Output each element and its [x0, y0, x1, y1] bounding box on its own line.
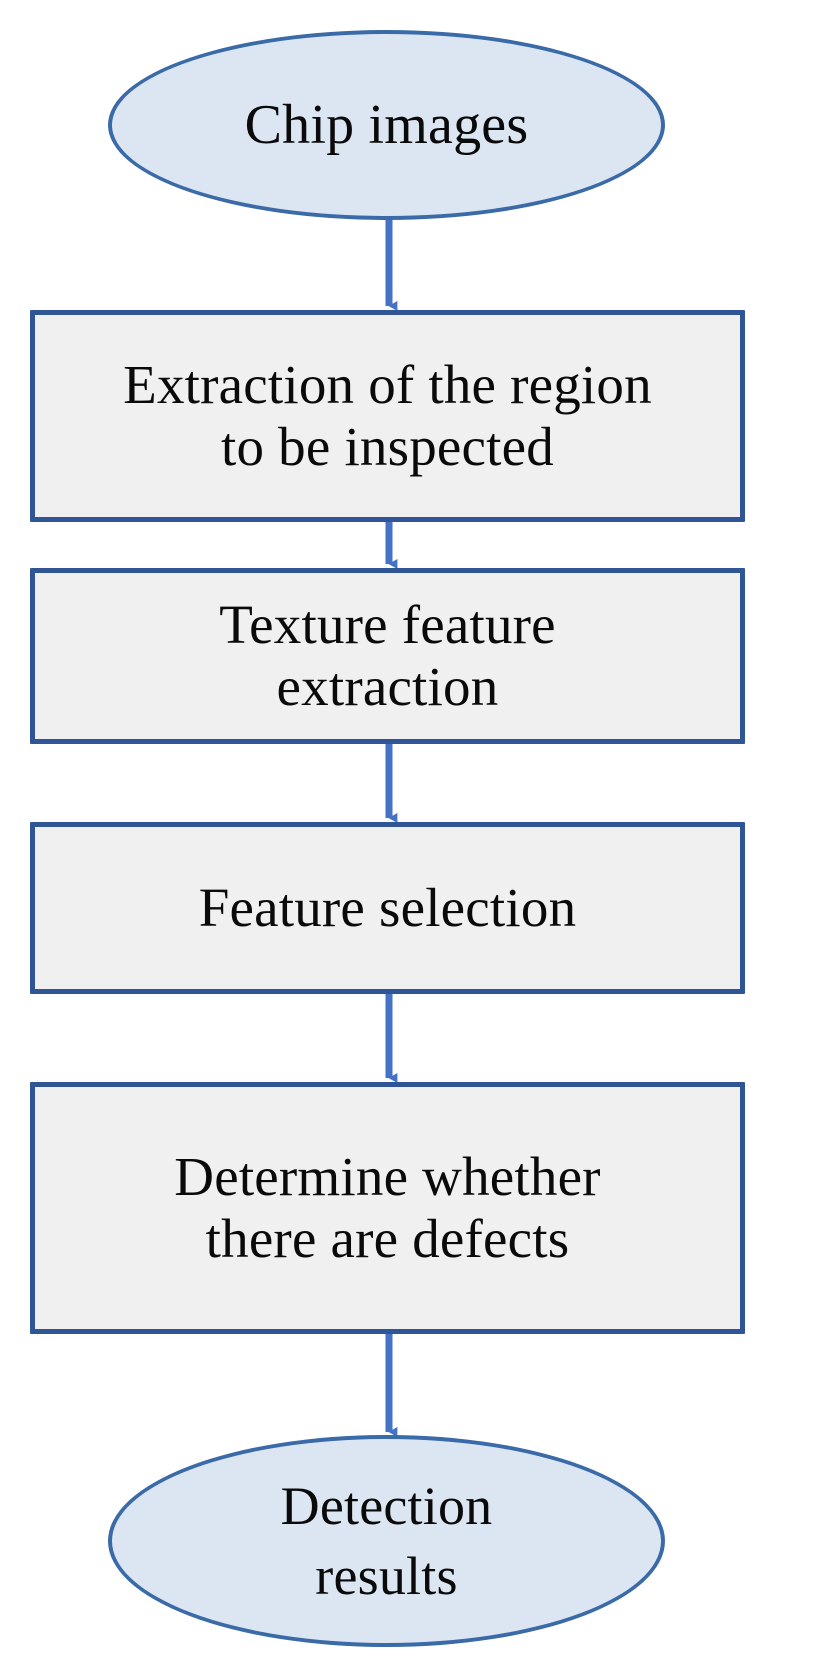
node-feature-selection: Feature selection — [30, 822, 745, 994]
node-extraction-of-region-label: Extraction of the region to be inspected — [123, 354, 652, 477]
node-chip-images: Chip images — [108, 30, 665, 220]
node-determine-defects-label: Determine whether there are defects — [174, 1146, 601, 1269]
node-detection-results: Detection results — [108, 1435, 665, 1647]
node-extraction-of-region: Extraction of the region to be inspected — [30, 310, 745, 522]
node-feature-selection-label: Feature selection — [198, 877, 577, 939]
node-detection-results-label: Detection results — [280, 1475, 493, 1606]
node-determine-defects: Determine whether there are defects — [30, 1082, 745, 1334]
node-texture-feature-extraction-label: Texture feature extraction — [219, 594, 556, 717]
node-texture-feature-extraction: Texture feature extraction — [30, 568, 745, 744]
node-chip-images-label: Chip images — [244, 93, 529, 156]
